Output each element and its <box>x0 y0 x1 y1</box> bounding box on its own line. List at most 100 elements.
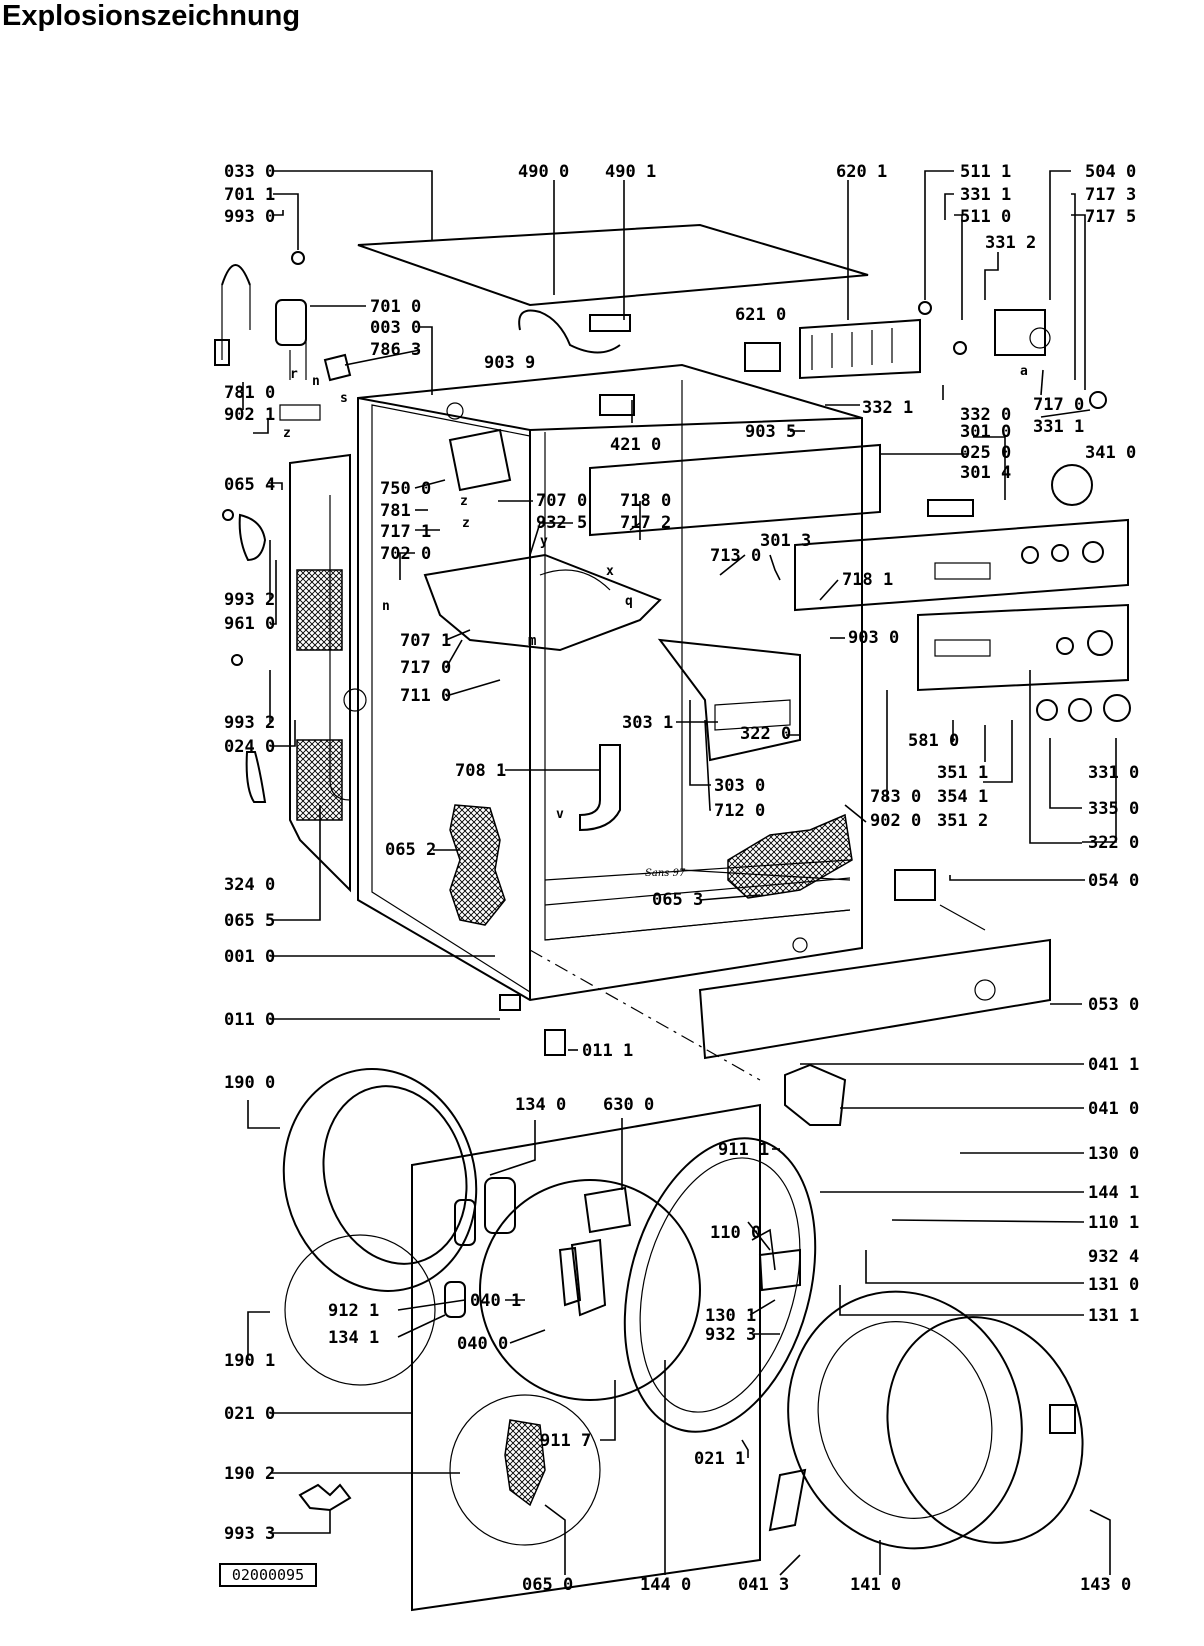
label-932-3: 932 3 <box>705 1325 756 1345</box>
label-025-0: 025 0 <box>960 443 1011 463</box>
mark-r: r <box>290 367 298 382</box>
label-011-0: 011 0 <box>224 1010 275 1030</box>
label-993-2: 993 2 <box>224 590 275 610</box>
label-701-1: 701 1 <box>224 185 275 205</box>
label-993-3: 993 3 <box>224 1524 275 1544</box>
label-903-0: 903 0 <box>848 628 899 648</box>
label-717-0: 717 0 <box>1033 395 1084 415</box>
label-190-1: 190 1 <box>224 1351 275 1371</box>
label-021-1: 021 1 <box>694 1449 745 1469</box>
label-332-1: 332 1 <box>862 398 913 418</box>
label-040-0: 040 0 <box>457 1334 508 1354</box>
label-621-0: 621 0 <box>735 305 786 325</box>
label-911-1: 911 1 <box>718 1140 769 1160</box>
mark-y: y <box>540 534 548 549</box>
mark-z1: z <box>283 426 291 441</box>
drawing-parts <box>214 223 1131 1612</box>
label-001-0: 001 0 <box>224 947 275 967</box>
label-717-0b: 717 0 <box>400 658 451 678</box>
label-322-0b: 322 0 <box>1088 833 1139 853</box>
label-783-0: 783 0 <box>870 787 921 807</box>
label-331-2: 331 2 <box>985 233 1036 253</box>
mark-n: n <box>312 374 320 389</box>
label-131-1: 131 1 <box>1088 1306 1139 1326</box>
door-part <box>768 1290 1084 1550</box>
label-902-0: 902 0 <box>870 811 921 831</box>
label-490-0: 490 0 <box>518 162 569 182</box>
label-331-0: 331 0 <box>1088 763 1139 783</box>
label-712-0: 712 0 <box>714 801 765 821</box>
label-351-2: 351 2 <box>937 811 988 831</box>
label-490-1: 490 1 <box>605 162 656 182</box>
label-718-1: 718 1 <box>842 570 893 590</box>
label-065-5: 065 5 <box>224 911 275 931</box>
label-141-0: 141 0 <box>850 1575 901 1595</box>
mark-v: v <box>556 807 564 822</box>
label-332-0: 332 0 <box>960 405 1011 425</box>
stamp-text: Sans 97 <box>645 868 686 879</box>
label-041-1: 041 1 <box>1088 1055 1139 1075</box>
foot-011-1 <box>544 1029 566 1056</box>
label-130-0: 130 0 <box>1088 1144 1139 1164</box>
label-335-0: 335 0 <box>1088 799 1139 819</box>
label-701-0: 701 0 <box>370 297 421 317</box>
plinth-053-0 <box>698 938 1051 1060</box>
label-717-1: 717 1 <box>380 522 431 542</box>
label-354-1: 354 1 <box>937 787 988 807</box>
label-351-1: 351 1 <box>937 763 988 783</box>
label-786-3: 786 3 <box>370 340 421 360</box>
mark-q: q <box>625 594 633 609</box>
label-932-4: 932 4 <box>1088 1247 1139 1267</box>
mark-z2: z <box>460 494 468 509</box>
label-053-0: 053 0 <box>1088 995 1139 1015</box>
mark-m: m <box>528 633 536 649</box>
label-065-0: 065 0 <box>522 1575 573 1595</box>
label-620-1: 620 1 <box>836 162 887 182</box>
label-912-1: 912 1 <box>328 1301 379 1321</box>
label-993-2b: 993 2 <box>224 713 275 733</box>
label-021-0: 021 0 <box>224 1404 275 1424</box>
label-301-4: 301 4 <box>960 463 1011 483</box>
label-324-0: 324 0 <box>224 875 275 895</box>
insulation-065-2 <box>449 804 506 926</box>
foot-011-0 <box>499 994 521 1011</box>
cable-harness-part <box>518 309 631 354</box>
mark-a: a <box>1020 364 1028 379</box>
door-hinge-part <box>784 1063 847 1126</box>
front-panel-part <box>411 1103 761 1612</box>
part-324-0 <box>245 751 267 803</box>
label-331-1b: 331 1 <box>1033 417 1084 437</box>
label-630-0: 630 0 <box>603 1095 654 1115</box>
label-134-1: 134 1 <box>328 1328 379 1348</box>
wrench-993-3 <box>298 1483 352 1512</box>
label-932-5: 932 5 <box>536 513 587 533</box>
label-993-0: 993 0 <box>224 207 275 227</box>
label-040-1: 040 1 <box>470 1291 521 1311</box>
label-713-0: 713 0 <box>710 546 761 566</box>
page-title: Explosionszeichnung <box>2 0 301 32</box>
label-911-7: 911 7 <box>540 1431 591 1451</box>
label-511-1: 511 1 <box>960 162 1011 182</box>
gasket-993-2 <box>238 513 267 562</box>
label-717-3: 717 3 <box>1085 185 1136 205</box>
label-190-2: 190 2 <box>224 1464 275 1484</box>
insulation-065-0 <box>504 1419 546 1507</box>
label-781: 781 <box>380 501 411 521</box>
label-065-4: 065 4 <box>224 475 275 495</box>
label-134-0: 134 0 <box>515 1095 566 1115</box>
control-panel-part <box>589 443 1131 722</box>
label-144-0: 144 0 <box>640 1575 691 1595</box>
label-065-3: 065 3 <box>652 890 703 910</box>
label-190-0: 190 0 <box>224 1073 275 1093</box>
label-341-0: 341 0 <box>1085 443 1136 463</box>
label-711-0: 711 0 <box>400 686 451 706</box>
mark-s: s <box>340 391 348 406</box>
label-303-0: 303 0 <box>714 776 765 796</box>
label-041-3: 041 3 <box>738 1575 789 1595</box>
mark-z3: z <box>462 516 470 531</box>
label-903-9: 903 9 <box>484 353 535 373</box>
label-511-0: 511 0 <box>960 207 1011 227</box>
door-ring-part <box>623 1137 817 1433</box>
leader-lines <box>242 170 1117 1576</box>
